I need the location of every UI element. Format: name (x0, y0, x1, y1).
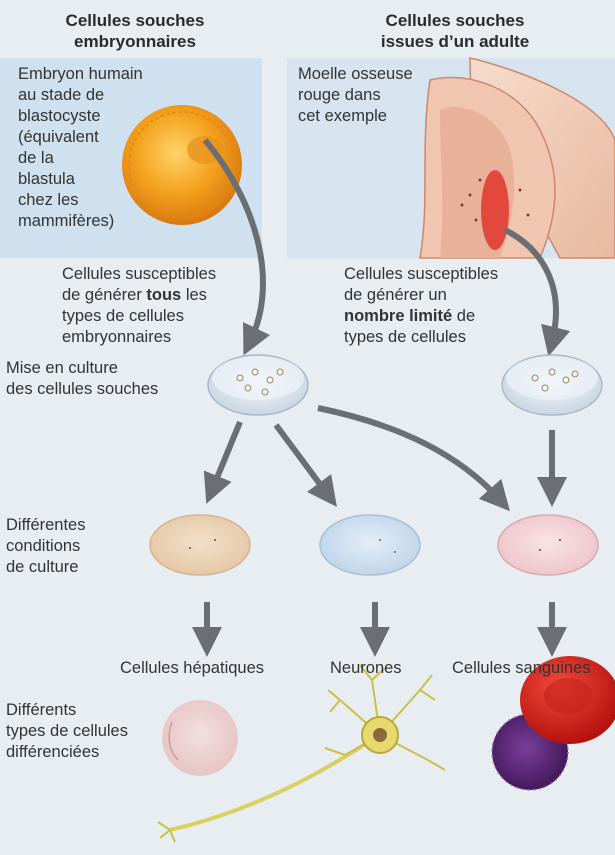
embryo-caption: Embryon humain au stade de blastocyste (… (18, 64, 143, 232)
blood-cells-label: Cellules sanguines (452, 658, 591, 679)
differentiated-label-line: différenciées (6, 742, 128, 763)
text-segment: de (452, 307, 475, 325)
culture-label: Mise en culture des cellules souches (6, 358, 158, 400)
conditions-label-line: Différentes (6, 515, 86, 536)
adult-potential-line: types de cellules (344, 327, 498, 348)
embryonic-header-line-1: Cellules souches (30, 10, 240, 31)
embryonic-header-line-2: embryonnaires (30, 31, 240, 52)
adult-potential-line: nombre limité de (344, 306, 498, 327)
arrow-culture-to-liver (212, 422, 240, 490)
culture-label-line: Mise en culture (6, 358, 158, 379)
conditions-label-line: de culture (6, 557, 86, 578)
embryonic-culture-dish (208, 355, 308, 415)
embryo-caption-line: chez les (18, 190, 143, 211)
marrow-caption-line: rouge dans (298, 85, 413, 106)
embryonic-header: Cellules souches embryonnaires (30, 10, 240, 52)
culture-label-line: des cellules souches (6, 379, 158, 400)
emphasis-limited: nombre limité (344, 307, 452, 325)
conditions-label-line: conditions (6, 536, 86, 557)
neuron-condition-dish (320, 515, 420, 575)
conditions-label: Différentes conditions de culture (6, 515, 86, 578)
marrow-caption: Moelle osseuse rouge dans cet exemple (298, 64, 413, 127)
adult-header: Cellules souches issues d’un adulte (340, 10, 570, 52)
adult-header-line-1: Cellules souches (340, 10, 570, 31)
embryo-caption-line: blastocyste (18, 106, 143, 127)
text-segment: de générer (62, 286, 146, 304)
liver-cell-icon (162, 700, 238, 776)
adult-header-line-2: issues d’un adulte (340, 31, 570, 52)
embryonic-potential-line: de générer tous les (62, 285, 216, 306)
embryonic-potential-text: Cellules susceptibles de générer tous le… (62, 264, 216, 348)
differentiated-label-line: types de cellules (6, 721, 128, 742)
embryo-caption-line: de la (18, 148, 143, 169)
marrow-caption-line: Moelle osseuse (298, 64, 413, 85)
embryo-caption-line: blastula (18, 169, 143, 190)
embryo-caption-line: (équivalent (18, 127, 143, 148)
arrow-culture-to-blood (318, 408, 500, 500)
adult-potential-line: de générer un (344, 285, 498, 306)
emphasis-all: tous (146, 286, 181, 304)
liver-condition-dish (150, 515, 250, 575)
liver-cells-label: Cellules hépatiques (120, 658, 264, 679)
text-segment: les (181, 286, 207, 304)
neurons-label: Neurones (330, 658, 402, 679)
embryo-caption-line: Embryon humain (18, 64, 143, 85)
arrow-culture-to-neuron (276, 425, 328, 495)
adult-potential-line: Cellules susceptibles (344, 264, 498, 285)
adult-potential-text: Cellules susceptibles de générer un nomb… (344, 264, 498, 348)
embryonic-potential-line: Cellules susceptibles (62, 264, 216, 285)
blood-condition-dish (498, 515, 598, 575)
embryonic-potential-line: embryonnaires (62, 327, 216, 348)
marrow-caption-line: cet exemple (298, 106, 413, 127)
adult-culture-dish (502, 355, 602, 415)
differentiated-label: Différents types de cellules différencié… (6, 700, 128, 763)
embryonic-potential-line: types de cellules (62, 306, 216, 327)
differentiated-label-line: Différents (6, 700, 128, 721)
embryo-caption-line: mammifères) (18, 211, 143, 232)
embryo-caption-line: au stade de (18, 85, 143, 106)
